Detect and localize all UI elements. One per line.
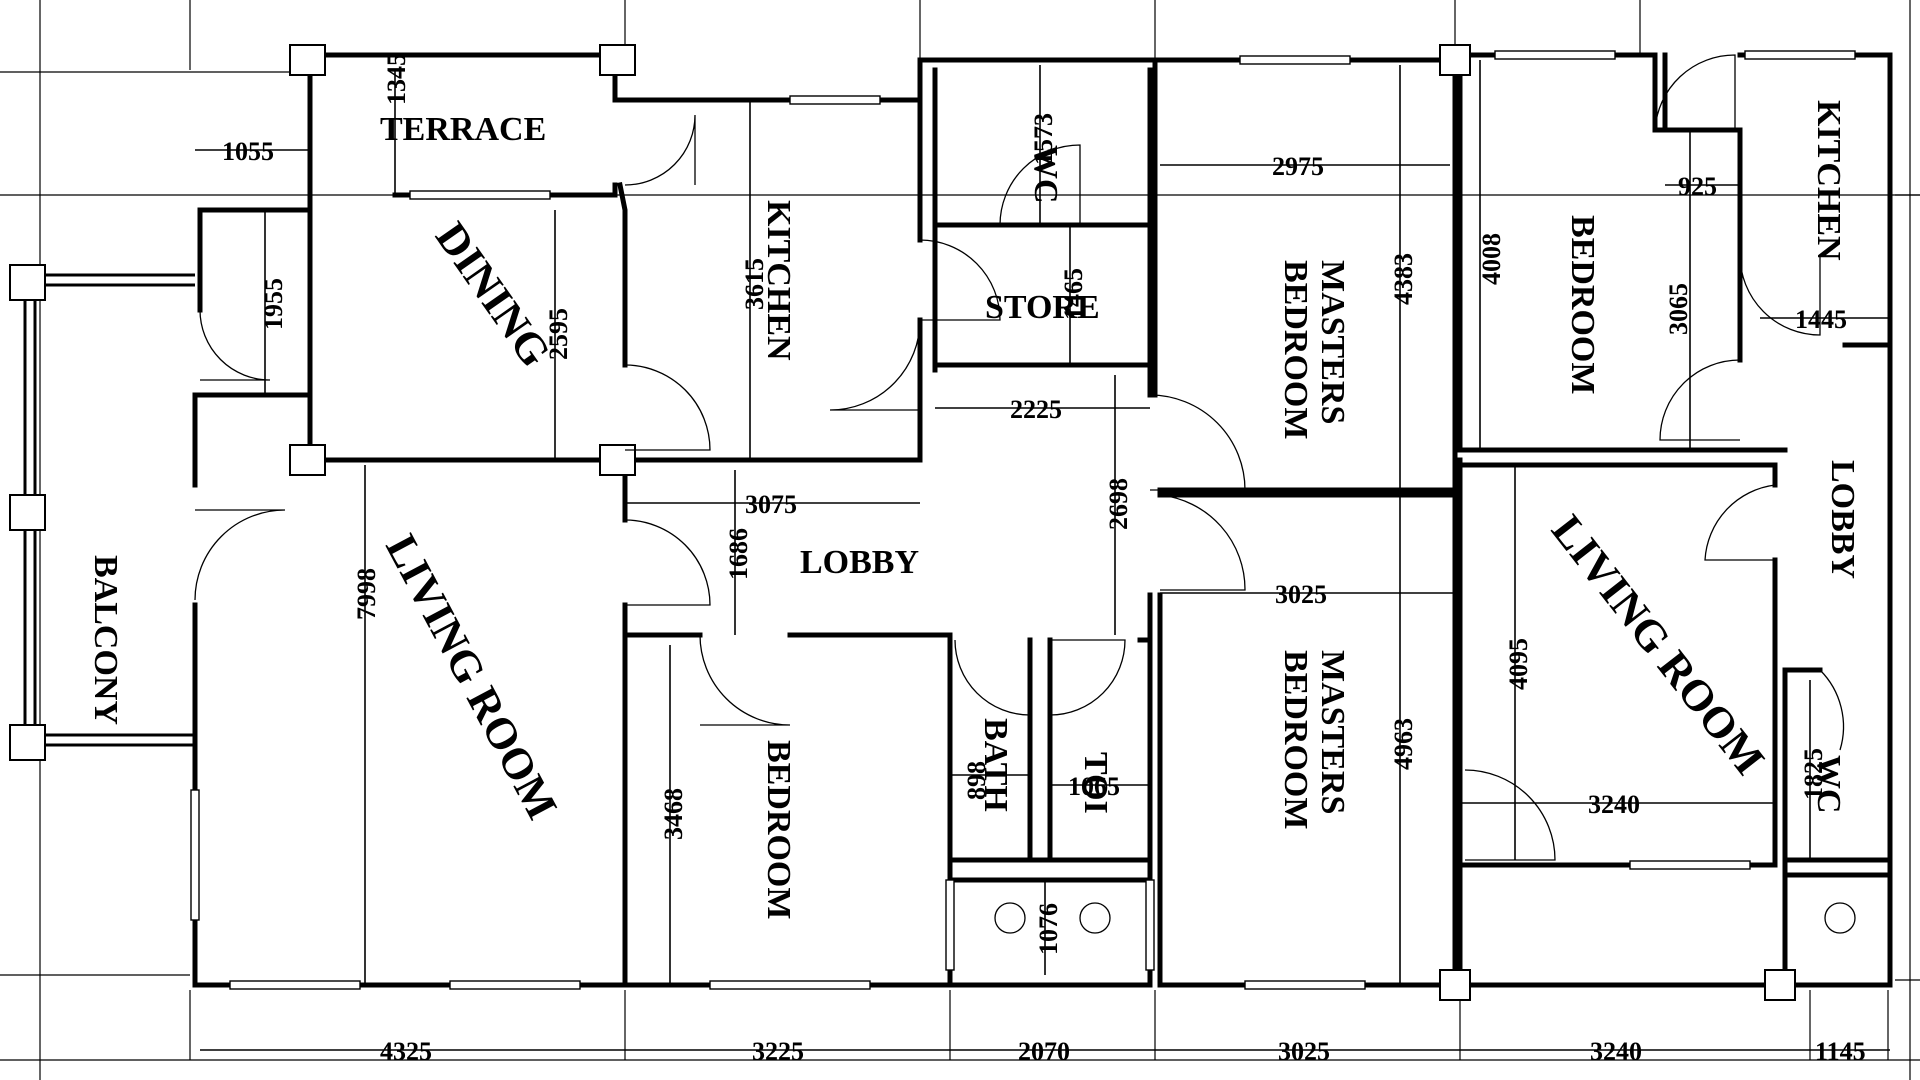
room-label-masters-bedroom-bottom-line2: BEDROOM [1277,650,1314,829]
dim-3240-mid: 3240 [1588,790,1640,819]
room-label-toilet: TOI [1077,752,1114,814]
fixtures [994,902,1856,934]
windows [190,50,1856,990]
dim-898: 898 [962,761,991,800]
room-label-terrace: TERRACE [380,111,546,148]
dim-1065: 1065 [1068,772,1120,801]
dim-1686: 1686 [724,528,753,580]
columns [9,44,1796,1001]
dim-4383: 4383 [1389,253,1418,305]
dim-1445: 1445 [1795,305,1847,334]
room-label-living-room-right: LIVING ROOM [1542,506,1774,784]
room-label-dining: DINING [426,213,560,375]
dim-3065: 3065 [1664,283,1693,335]
room-label-lobby-center: LOBBY [800,544,919,581]
dim-bottom-3025: 3025 [1278,1037,1330,1066]
room-label-store: STORE [985,289,1100,326]
dim-7998: 7998 [352,568,381,620]
dim-1465: 1465 [1059,268,1088,320]
dim-1573: 1573 [1029,113,1058,165]
dim-3615: 3615 [740,258,769,310]
dimension-labels: 1055 1345 1955 2595 3615 1573 1465 2975 … [222,53,1866,1066]
dimension-lines [195,60,1890,1051]
dim-1955: 1955 [259,278,288,330]
room-label-lobby-right: LOBBY [1824,460,1861,579]
dim-1345: 1345 [382,53,411,105]
dim-3468: 3468 [659,788,688,840]
room-label-masters-bedroom-top-line2: BEDROOM [1277,260,1314,439]
dim-3075: 3075 [745,490,797,519]
dim-2975: 2975 [1272,152,1324,181]
dim-bottom-2070: 2070 [1018,1037,1070,1066]
dim-1076: 1076 [1034,903,1063,955]
dim-bottom-4325: 4325 [380,1037,432,1066]
dim-4963: 4963 [1389,718,1418,770]
room-label-bath: BATH [977,718,1014,812]
walls [192,52,1893,988]
room-label-balcony: BALCONY [87,555,124,725]
room-label-kitchen-right: KITCHEN [1810,100,1847,261]
room-label-wc-right: WC [1810,755,1847,814]
dim-4008: 4008 [1477,233,1506,285]
room-label-living-room-left: LIVING ROOM [376,527,567,827]
dim-1055: 1055 [222,137,274,166]
dim-2225: 2225 [1010,395,1062,424]
dim-bottom-3225: 3225 [752,1037,804,1066]
room-label-masters-bedroom-bottom-line1: MASTERS [1314,650,1351,814]
room-label-masters-bedroom-top-line1: MASTERS [1314,260,1351,424]
dim-2698: 2698 [1104,478,1133,530]
dim-925: 925 [1678,172,1717,201]
room-label-bedroom-right: BEDROOM [1564,215,1601,394]
room-label-bedroom-bottom: BEDROOM [760,740,797,919]
dim-3025-mid: 3025 [1275,580,1327,609]
dim-bottom-1145: 1145 [1815,1037,1866,1066]
dim-1825: 1825 [1799,748,1828,800]
dim-2595: 2595 [544,308,573,360]
room-label-kitchen-left: KITCHEN [760,200,797,361]
dim-4095: 4095 [1504,638,1533,690]
room-label-wc-top: WC [1027,145,1064,204]
dim-bottom-3240: 3240 [1590,1037,1642,1066]
doors [194,54,1845,861]
